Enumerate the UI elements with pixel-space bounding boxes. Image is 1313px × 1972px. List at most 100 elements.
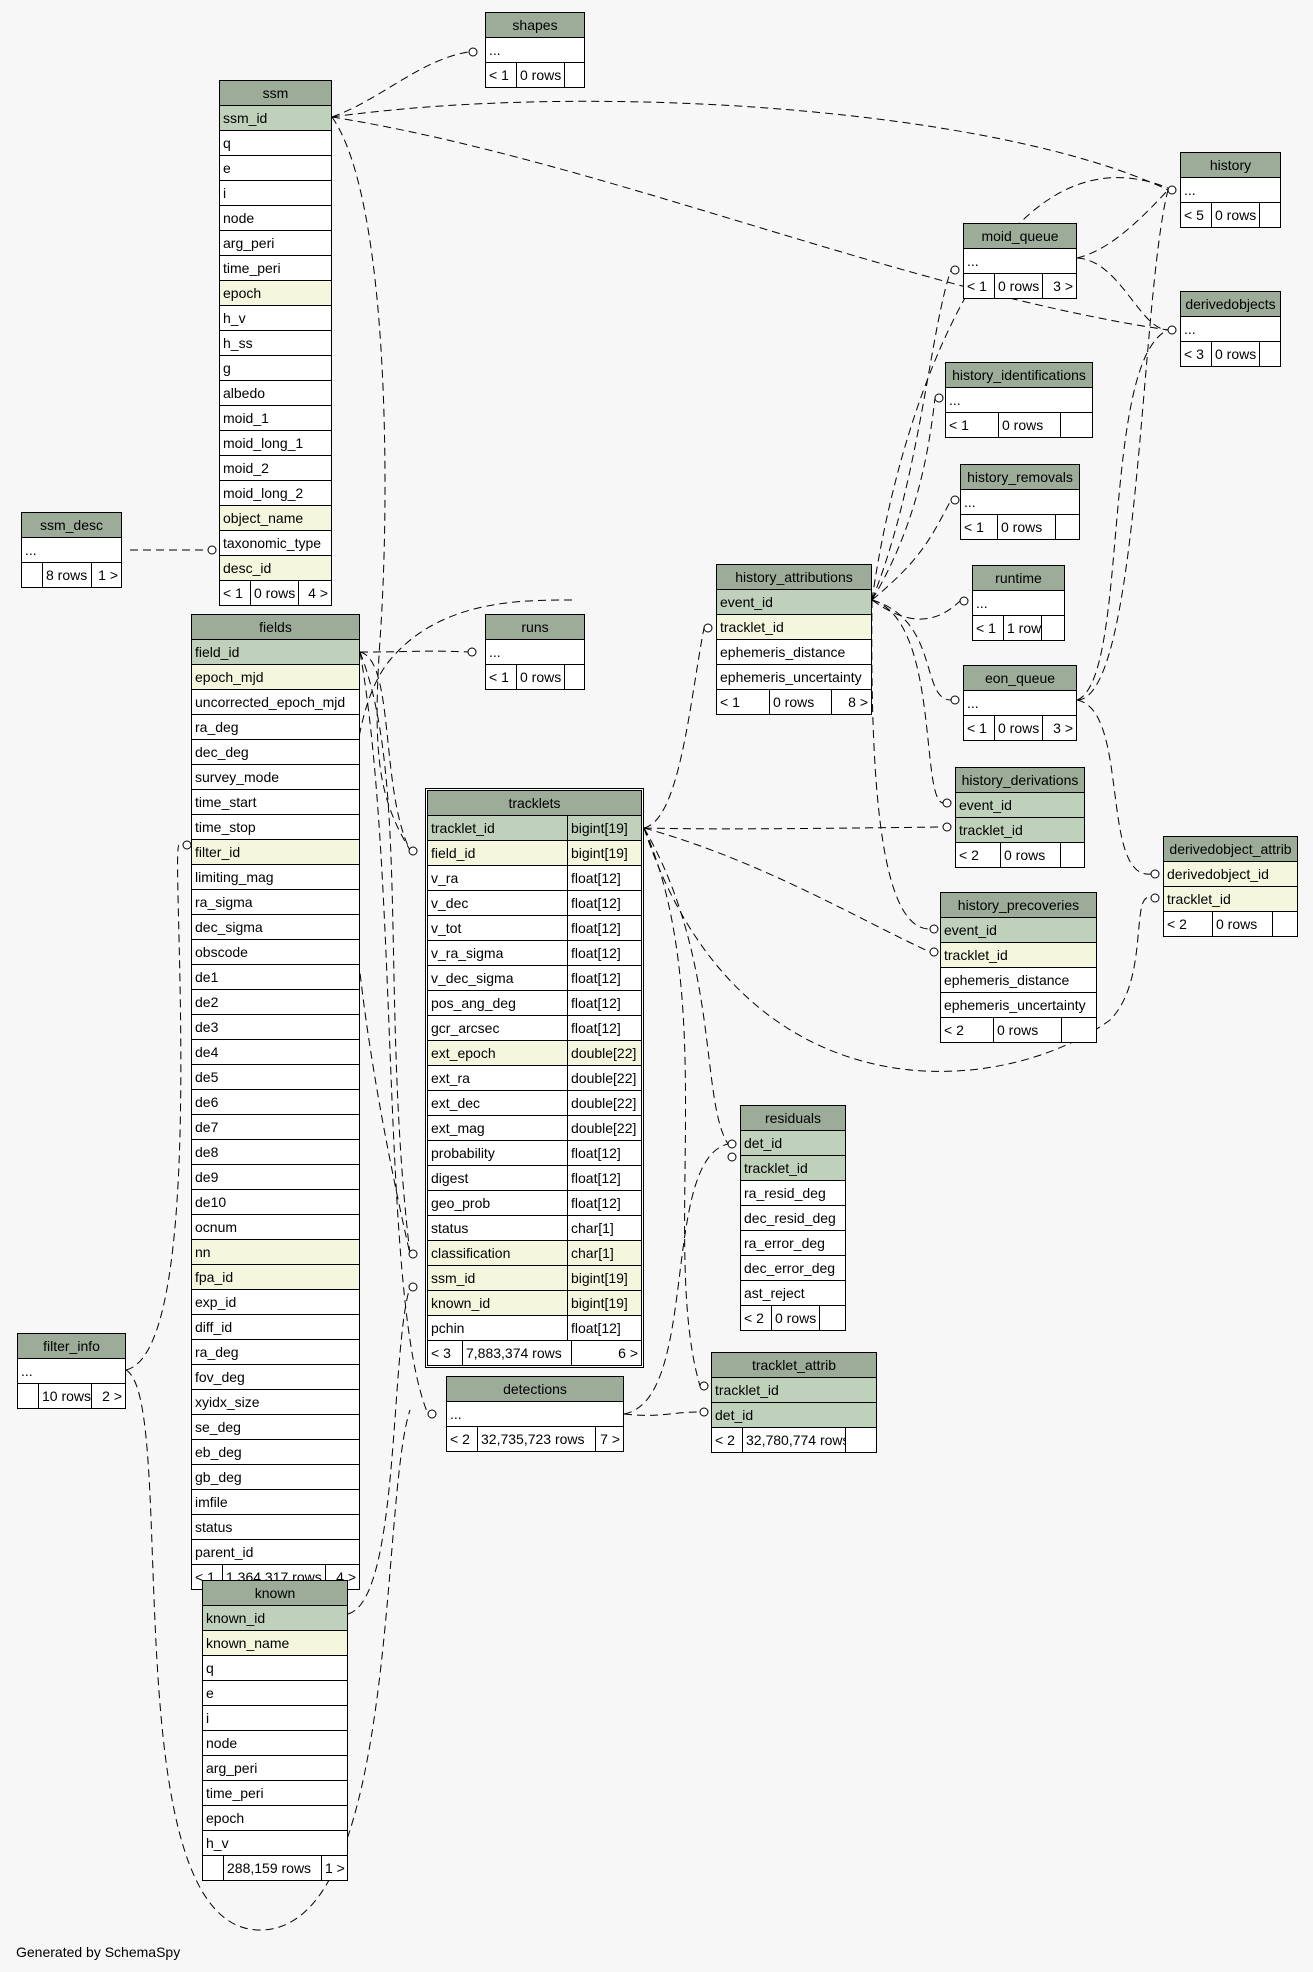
parents-count[interactable]: < 2	[744, 1310, 764, 1326]
column-row[interactable]: epoch	[203, 1806, 347, 1831]
column-row[interactable]: obscode	[192, 940, 359, 965]
parents-count[interactable]: < 2	[959, 847, 979, 863]
table-header[interactable]: derivedobject_attrib	[1164, 837, 1297, 862]
children-count[interactable]: 4 >	[298, 581, 331, 605]
column-row[interactable]: time_peri	[203, 1781, 347, 1806]
column-row[interactable]: time_stop	[192, 815, 359, 840]
column-row[interactable]: ...	[447, 1402, 623, 1427]
column-row[interactable]: known_name	[203, 1631, 347, 1656]
column-row[interactable]: ...	[964, 691, 1076, 716]
parents-count[interactable]: < 1	[967, 278, 987, 294]
parents-count[interactable]: < 3	[431, 1345, 451, 1361]
column-row[interactable]: i	[203, 1706, 347, 1731]
parents-count[interactable]: < 2	[1167, 916, 1187, 932]
column-row[interactable]: ...	[22, 538, 121, 563]
column-row[interactable]: e	[203, 1681, 347, 1706]
table-header[interactable]: ssm	[220, 81, 331, 106]
column-row[interactable]: dec_resid_deg	[741, 1206, 845, 1231]
column-row[interactable]: q	[220, 131, 331, 156]
children-count[interactable]: 1 >	[91, 563, 121, 587]
column-row[interactable]: moid_long_2	[220, 481, 331, 506]
children-count[interactable]	[1259, 342, 1280, 366]
column-row[interactable]: tracklet_id	[717, 615, 871, 640]
column-row[interactable]: time_start	[192, 790, 359, 815]
column-row[interactable]: ephemeris_distance	[717, 640, 871, 665]
column-row[interactable]: de1	[192, 965, 359, 990]
column-row[interactable]: survey_mode	[192, 765, 359, 790]
column-row[interactable]: epoch	[220, 281, 331, 306]
column-row[interactable]: ...	[946, 388, 1092, 413]
column-row[interactable]: dec_sigma	[192, 915, 359, 940]
column-row[interactable]: epoch_mjd	[192, 665, 359, 690]
column-row[interactable]: node	[220, 206, 331, 231]
column-row[interactable]: status	[192, 1515, 359, 1540]
column-row[interactable]: filter_id	[192, 840, 359, 865]
column-row[interactable]: h_v	[220, 306, 331, 331]
table-header[interactable]: detections	[447, 1377, 623, 1402]
column-row[interactable]: ra_deg	[192, 1340, 359, 1365]
column-row[interactable]: ra_error_deg	[741, 1231, 845, 1256]
table-header[interactable]: history_derivations	[956, 768, 1084, 793]
column-row[interactable]: q	[203, 1656, 347, 1681]
children-count[interactable]: 3 >	[1042, 716, 1076, 740]
column-row[interactable]: field_id	[192, 640, 359, 665]
column-row[interactable]: derivedobject_id	[1164, 862, 1297, 887]
column-row[interactable]: h_v	[203, 1831, 347, 1856]
children-count[interactable]	[1060, 843, 1084, 867]
column-row[interactable]: nn	[192, 1240, 359, 1265]
column-row[interactable]: ssm_id	[220, 106, 331, 131]
parents-count[interactable]: < 1	[489, 669, 509, 685]
column-row[interactable]: diff_id	[192, 1315, 359, 1340]
column-row[interactable]: parent_id	[192, 1540, 359, 1565]
column-row[interactable]: e	[220, 156, 331, 181]
column-row[interactable]: g	[220, 356, 331, 381]
column-row[interactable]: desc_id	[220, 556, 331, 581]
table-header[interactable]: tracklets	[428, 791, 641, 816]
column-row[interactable]: taxonomic_type	[220, 531, 331, 556]
children-count[interactable]	[564, 63, 584, 87]
column-row[interactable]: ...	[1181, 317, 1280, 342]
column-row[interactable]: det_id	[741, 1131, 845, 1156]
children-count[interactable]: 6 >	[571, 1341, 641, 1365]
column-row[interactable]: object_name	[220, 506, 331, 531]
parents-count[interactable]	[203, 1856, 223, 1880]
parents-count[interactable]	[18, 1384, 38, 1408]
column-row[interactable]: de2	[192, 990, 359, 1015]
column-row[interactable]: arg_peri	[220, 231, 331, 256]
table-header[interactable]: runs	[486, 615, 584, 640]
column-row[interactable]: event_id	[956, 793, 1084, 818]
column-row[interactable]: event_id	[717, 590, 871, 615]
table-header[interactable]: history	[1181, 153, 1280, 178]
column-row[interactable]: moid_2	[220, 456, 331, 481]
parents-count[interactable]	[22, 563, 42, 587]
table-header[interactable]: filter_info	[18, 1334, 125, 1359]
children-count[interactable]	[1055, 515, 1079, 539]
column-row[interactable]: tracklet_id	[956, 818, 1084, 843]
column-row[interactable]: ephemeris_distance	[941, 968, 1096, 993]
column-row[interactable]: de9	[192, 1165, 359, 1190]
column-row[interactable]: time_peri	[220, 256, 331, 281]
